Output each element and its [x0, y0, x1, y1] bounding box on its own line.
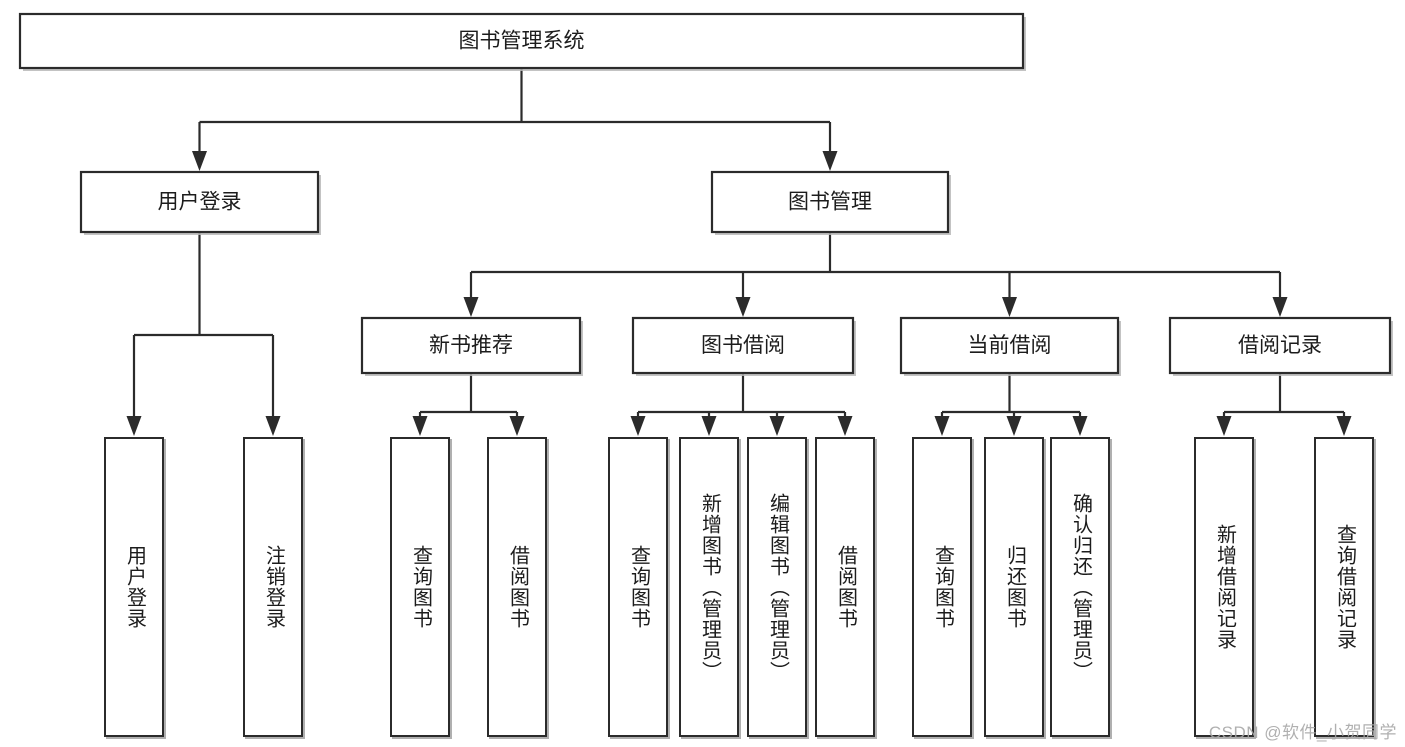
edge-user-login-arrow-1	[265, 416, 281, 436]
edge-book-borrow-arrow-0	[630, 416, 646, 436]
leaf-node-label: 新增借阅记录	[1213, 524, 1236, 650]
root-node-box[interactable]	[18, 12, 1025, 70]
edges-layer	[126, 68, 1352, 436]
leaf-node-label: 借阅图书	[506, 545, 529, 629]
edge-book-manage-arrow-0	[463, 297, 479, 317]
leaf-node-label: 新增图书（管理员）	[698, 492, 721, 682]
node-user-login-label: 用户登录	[158, 191, 242, 214]
leaf-node-leaf-query-book-rec[interactable]: 查询图书	[390, 437, 450, 737]
leaf-node-leaf-edit-book[interactable]: 编辑图书（管理员）	[747, 437, 807, 737]
csdn-watermark: CSDN @软件_小贺同学	[1208, 723, 1397, 742]
node-book-borrow-box[interactable]	[631, 316, 855, 375]
edge-root-arrow-0	[192, 151, 207, 171]
leaf-node-leaf-borrow-book-br[interactable]: 借阅图书	[815, 437, 875, 737]
edge-current-borrow-arrow-2	[1072, 416, 1088, 436]
leaf-node-label: 查询图书	[931, 545, 954, 629]
leaf-node-label: 查询图书	[627, 545, 650, 629]
edge-user-login-arrow-0	[126, 416, 142, 436]
leaf-node-leaf-query-book-br[interactable]: 查询图书	[608, 437, 668, 737]
leaf-node-label: 编辑图书（管理员）	[766, 492, 789, 682]
edge-borrow-record-arrow-1	[1336, 416, 1352, 436]
edge-book-manage-arrow-2	[1002, 297, 1017, 317]
leaf-node-label: 查询借阅记录	[1333, 524, 1356, 650]
node-user-login-box[interactable]	[79, 170, 320, 234]
node-current-borrow-box[interactable]	[899, 316, 1120, 375]
leaf-node-label: 归还图书	[1003, 545, 1026, 629]
horizontal-boxes-layer	[18, 12, 1393, 376]
node-new-book-rec-box[interactable]	[360, 316, 582, 375]
leaf-node-leaf-return-book[interactable]: 归还图书	[984, 437, 1044, 737]
leaf-node-label: 借阅图书	[834, 545, 857, 629]
node-book-manage-box[interactable]	[710, 170, 950, 234]
leaf-node-leaf-add-book[interactable]: 新增图书（管理员）	[679, 437, 739, 737]
node-borrow-record-label: 借阅记录	[1238, 334, 1322, 357]
leaf-node-leaf-confirm-return[interactable]: 确认归还（管理员）	[1050, 437, 1110, 737]
edge-new-book-rec-arrow-1	[509, 416, 525, 436]
edge-book-manage-arrow-1	[735, 297, 751, 317]
leaf-node-label: 注销登录	[262, 545, 285, 629]
node-new-book-rec-label: 新书推荐	[429, 334, 513, 357]
leaf-node-leaf-add-record[interactable]: 新增借阅记录	[1194, 437, 1254, 737]
node-current-borrow-label: 当前借阅	[968, 334, 1052, 357]
leaf-node-leaf-query-book-cb[interactable]: 查询图书	[912, 437, 972, 737]
leaf-node-leaf-borrow-book-rec[interactable]: 借阅图书	[487, 437, 547, 737]
leaf-node-leaf-user-login[interactable]: 用户登录	[104, 437, 164, 737]
leaf-node-label: 查询图书	[409, 545, 432, 629]
node-borrow-record-box[interactable]	[1168, 316, 1392, 375]
edge-book-manage-arrow-3	[1272, 297, 1288, 317]
edge-book-borrow-arrow-1	[701, 416, 717, 436]
edge-book-borrow-arrow-3	[837, 416, 853, 436]
edge-new-book-rec-arrow-0	[412, 416, 428, 436]
leaf-node-label: 确认归还（管理员）	[1069, 492, 1092, 682]
edge-root-arrow-1	[822, 151, 838, 171]
node-book-manage-label: 图书管理	[788, 191, 872, 214]
leaf-node-label: 用户登录	[123, 545, 146, 629]
root-node-label: 图书管理系统	[459, 30, 585, 53]
edge-book-borrow-arrow-2	[769, 416, 785, 436]
edge-current-borrow-arrow-0	[934, 416, 950, 436]
edge-current-borrow-arrow-1	[1006, 416, 1022, 436]
leaf-node-leaf-logout[interactable]: 注销登录	[243, 437, 303, 737]
node-book-borrow-label: 图书借阅	[701, 334, 785, 357]
leaf-node-leaf-query-record[interactable]: 查询借阅记录	[1314, 437, 1374, 737]
edge-borrow-record-arrow-0	[1216, 416, 1232, 436]
